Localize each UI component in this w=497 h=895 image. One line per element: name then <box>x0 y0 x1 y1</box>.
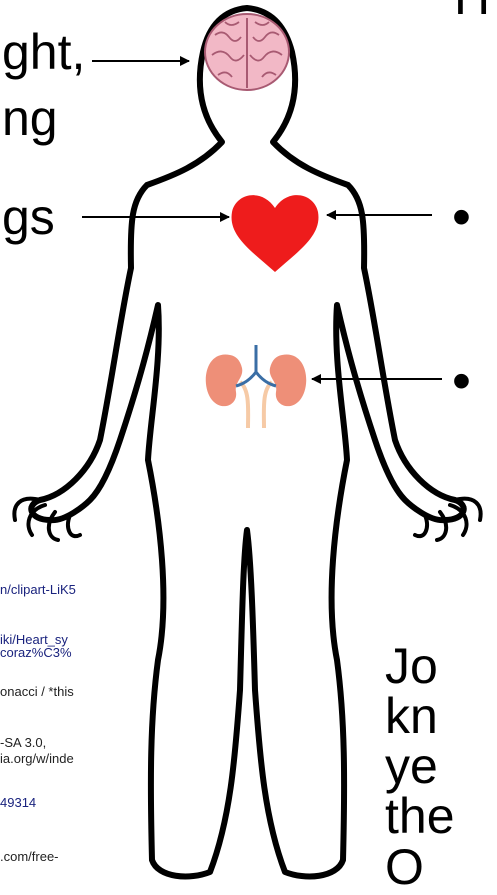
left-text-line-3: gs <box>2 192 55 242</box>
left-text-line-2: ng <box>2 93 58 143</box>
reference-text-license: -SA 3.0, <box>0 736 46 750</box>
reference-text-wiki: ia.org/w/inde <box>0 752 74 766</box>
reference-text-author: onacci / *this <box>0 685 74 699</box>
right-bottom-line-2: kn <box>385 691 438 741</box>
bullet-2: • <box>452 354 471 408</box>
right-bottom-line-5: O <box>385 842 424 892</box>
reference-text-free: .com/free- <box>0 850 59 864</box>
right-bottom-line-4: the <box>385 791 455 841</box>
left-text-line-1: ght, <box>2 27 85 77</box>
reference-link-id[interactable]: 49314 <box>0 796 36 810</box>
right-top-partial-text: H <box>454 0 490 22</box>
reference-link-clipart[interactable]: n/clipart-LiK5 <box>0 583 76 597</box>
right-bottom-line-1: Jo <box>385 641 438 691</box>
right-bottom-line-3: ye <box>385 741 438 791</box>
bullet-1: • <box>452 190 471 244</box>
reference-link-heart-2[interactable]: coraz%C3% <box>0 646 72 660</box>
brain-icon <box>205 14 289 90</box>
